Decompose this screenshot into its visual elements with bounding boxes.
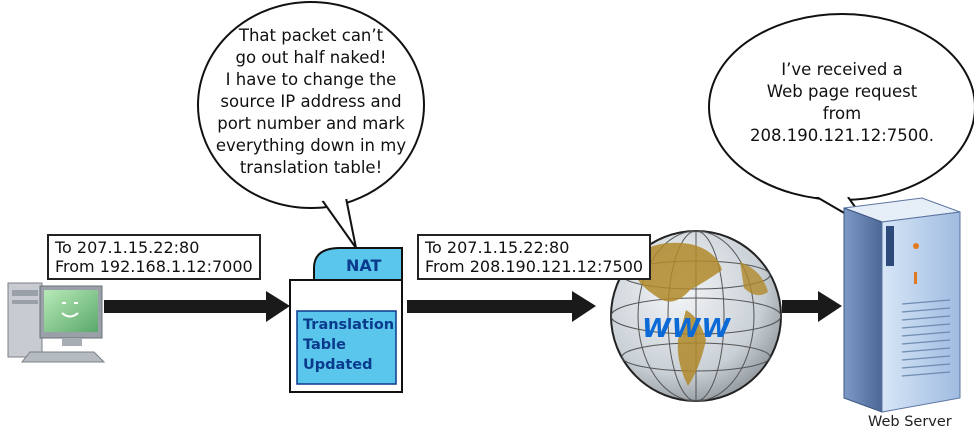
www-label: WWW [642, 314, 732, 344]
packet-label-translated: To 207.1.15.22:80 From 208.190.121.12:75… [417, 234, 652, 280]
nat-speech-bubble [197, 1, 425, 249]
server-bubble-text: I’ve received a Web page request from 20… [732, 59, 952, 147]
server-icon [843, 197, 961, 413]
nat-bubble-line: That packet can’t [238, 26, 384, 45]
translation-table-line: Translation [303, 317, 395, 333]
nat-bubble-line: go out half naked! [235, 48, 387, 67]
nat-bubble-line: translation table! [239, 158, 383, 177]
server-bubble-line: Web page request [766, 82, 918, 101]
nat-bubble-line: everything down in my [215, 136, 407, 155]
nat-bubble-line: I have to change the [225, 70, 397, 89]
computer-icon [7, 282, 106, 363]
nat-label: NAT [346, 256, 382, 275]
packet-source: From 208.190.121.12:7500 [425, 257, 644, 276]
arrow-computer-to-nat [104, 291, 290, 322]
arrow-nat-to-internet [407, 291, 596, 322]
packet-destination: To 207.1.15.22:80 [55, 238, 200, 257]
server-bubble-line: 208.190.121.12:7500. [749, 126, 934, 145]
nat-device [289, 247, 403, 393]
globe-icon [610, 230, 782, 402]
arrow-internet-to-server [782, 291, 842, 322]
translation-table-status: Translation Table Updated [303, 315, 394, 375]
nat-bubble-line: source IP address and [220, 92, 402, 111]
server-bubble-line: from [822, 104, 862, 123]
nat-bubble-line: port number and mark [217, 114, 405, 133]
server-bubble-line: I’ve received a [781, 60, 903, 79]
translation-table-line: Updated [303, 357, 373, 373]
nat-bubble-text: That packet can’t go out half naked! I h… [211, 25, 411, 179]
packet-destination: To 207.1.15.22:80 [425, 238, 570, 257]
web-server-caption: Web Server [868, 414, 952, 430]
translation-table-line: Table [303, 337, 346, 353]
packet-label-original: To 207.1.15.22:80 From 192.168.1.12:7000 [47, 234, 261, 280]
packet-source: From 192.168.1.12:7000 [55, 257, 253, 276]
